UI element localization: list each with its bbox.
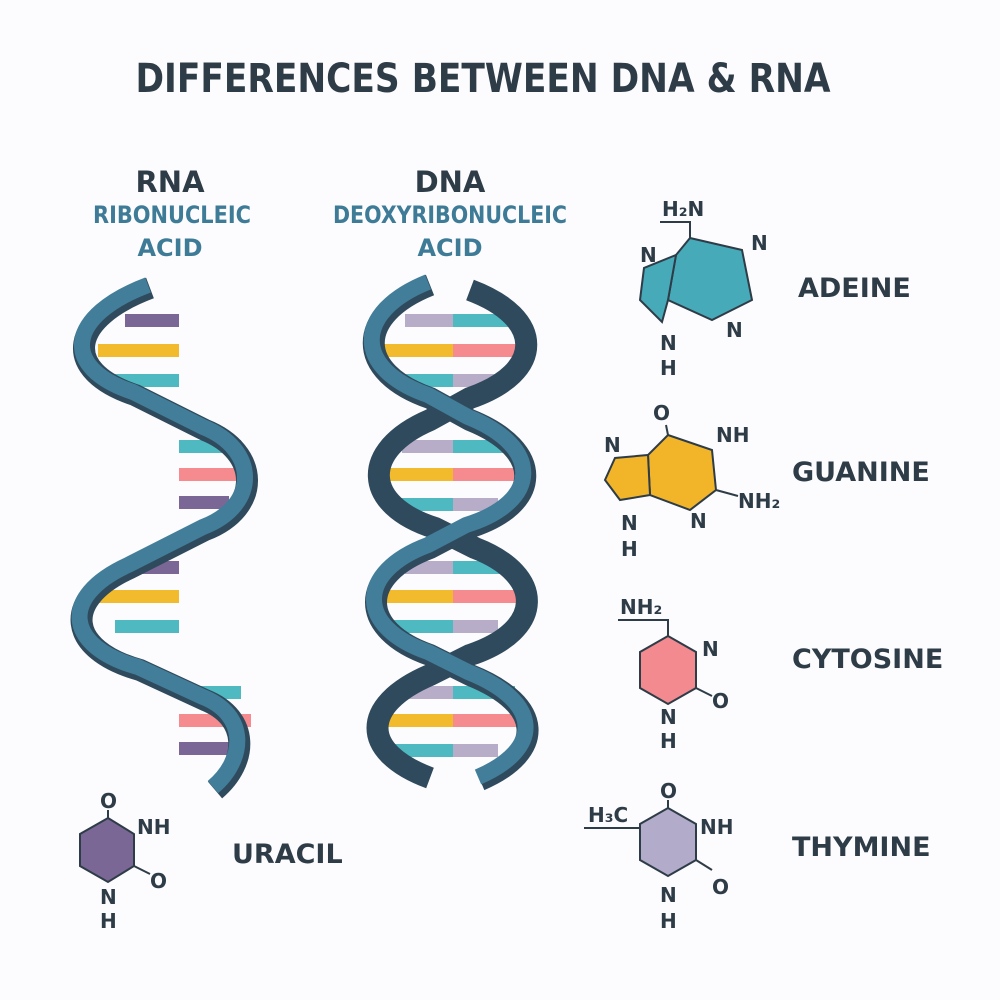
dna-base-bar [453, 620, 498, 633]
page-title: DIFFERENCES BETWEEN DNA & RNA [136, 56, 831, 102]
dna-base-bar [453, 468, 525, 481]
rna-heading: RNA [135, 165, 205, 199]
thymine-o-label: O [712, 875, 729, 899]
uracil-nh-label: NH [137, 815, 170, 839]
guanine-ring-six [646, 433, 718, 512]
dna-base-bar [405, 314, 453, 327]
thymine-name: THYMINE [792, 832, 931, 863]
dna-heading: DNA [415, 165, 486, 199]
cytosine-n-label: N [702, 637, 719, 661]
dna-base-bar [378, 714, 453, 727]
rna-base-bar [179, 742, 229, 755]
cytosine-amine-bond [618, 619, 669, 636]
uracil-o-label: O [100, 789, 117, 813]
dna-fullname-line2: ACID [417, 234, 482, 262]
dna-base-bar [392, 620, 453, 633]
thymine-nh-n-label: N [660, 883, 677, 907]
adenine-nh-h-label: H [660, 356, 677, 380]
rna-fullname-line2: ACID [137, 234, 202, 262]
uracil-ring [79, 816, 135, 884]
adenine-name: ADEINE [798, 273, 911, 304]
dna-base-bar [453, 744, 498, 757]
guanine-nh2-label: NH₂ [738, 489, 780, 513]
rna-base-bar [179, 496, 229, 509]
rna-base-bar [179, 468, 251, 481]
dna-strand-front [364, 274, 534, 785]
rna-base-bar [125, 314, 179, 327]
adenine-molecule: H₂N N N N N H ADEINE [638, 197, 911, 380]
rna-helix [70, 277, 258, 799]
cytosine-molecule: NH₂ N O N H CYTOSINE [618, 595, 943, 753]
uracil-o-label: O [150, 869, 167, 893]
adenine-n-label: N [726, 318, 743, 342]
dna-fullname-line1: DEOXYRIBONUCLEIC [333, 201, 567, 229]
guanine-nh-h-label: H [621, 537, 638, 561]
rna-base-bar [98, 590, 179, 603]
uracil-carbonyl-bond [133, 865, 151, 875]
guanine-carbonyl-bond [665, 424, 669, 436]
guanine-nh-n-label: N [621, 511, 638, 535]
thymine-molecule: H₃C O NH O N H THYMINE [584, 779, 931, 933]
cytosine-nh-h-label: H [660, 729, 677, 753]
thymine-o-label: O [660, 779, 677, 803]
uracil-name: URACIL [232, 839, 343, 870]
dna-base-bar [453, 714, 525, 727]
adenine-ring-five [638, 253, 678, 324]
uracil-nh-h-label: H [100, 909, 117, 933]
adenine-amine-bond [660, 221, 691, 238]
cytosine-carbonyl-bond [695, 687, 713, 697]
adenine-h2n-label: H₂N [662, 197, 704, 221]
cytosine-name: CYTOSINE [792, 644, 943, 675]
dna-base-bar [378, 344, 453, 357]
adenine-n-label: N [751, 231, 768, 255]
thymine-carbonyl-bond [695, 859, 713, 871]
dna-base-bar [402, 440, 453, 453]
dna-base-bar [453, 498, 498, 511]
uracil-nh-n-label: N [100, 885, 117, 909]
thymine-h3c-label: H₃C [588, 803, 628, 827]
guanine-name: GUANINE [792, 457, 930, 488]
guanine-amine-bond [715, 489, 739, 497]
rna-fullname-line1: RIBONUCLEIC [93, 201, 251, 229]
cytosine-o-label: O [712, 689, 729, 713]
rna-base-bar [115, 620, 179, 633]
dna-base-bar [453, 590, 525, 603]
dna-base-bar [378, 590, 453, 603]
rna-base-bar [98, 344, 179, 357]
dna-base-bar [378, 468, 453, 481]
guanine-molecule: O NH N N NH₂ N H GUANINE [603, 401, 930, 561]
thymine-ring [639, 806, 697, 878]
guanine-ring-five [603, 453, 652, 502]
dna-base-bar [453, 344, 525, 357]
guanine-nh-label: NH [716, 423, 749, 447]
adenine-n-label: N [640, 243, 657, 267]
cytosine-nh-n-label: N [660, 705, 677, 729]
rna-strand [71, 277, 253, 794]
dna-helix [363, 274, 539, 791]
cytosine-nh2-label: NH₂ [620, 595, 662, 619]
uracil-molecule: O NH O N H URACIL [79, 789, 343, 933]
guanine-n-label: N [690, 509, 707, 533]
guanine-o-label: O [653, 401, 670, 425]
adenine-ring-six [666, 236, 754, 322]
guanine-n-label: N [604, 433, 621, 457]
thymine-nh-label: NH [700, 815, 733, 839]
thymine-methyl-bond [584, 827, 641, 835]
cytosine-ring [639, 634, 697, 706]
thymine-nh-h-label: H [660, 909, 677, 933]
adenine-nh-n-label: N [660, 331, 677, 355]
